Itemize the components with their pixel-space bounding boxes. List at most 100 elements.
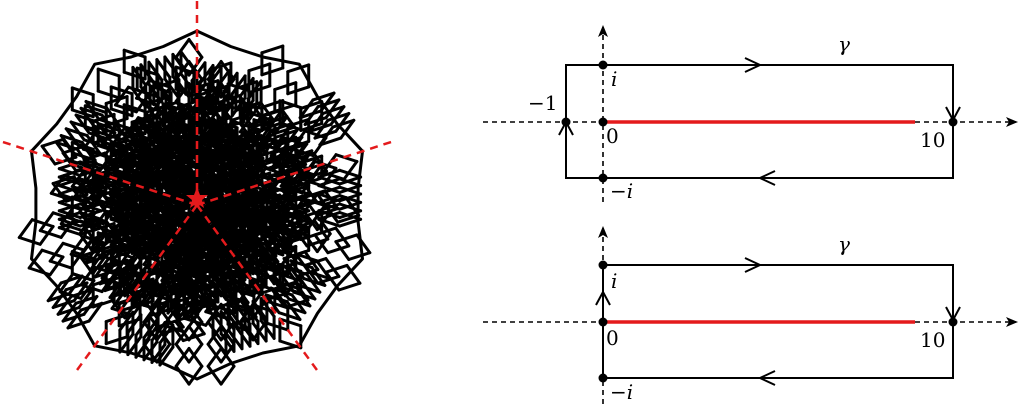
rhombus-edge (58, 290, 83, 300)
rhombus-edge (299, 100, 324, 110)
rhombus-edge (56, 295, 73, 316)
rhombus-edge (239, 217, 264, 228)
rhombus-edge (174, 302, 191, 324)
rhombus-edge (17, 236, 42, 246)
rhombus-edge (59, 274, 84, 285)
rhombus-edge (237, 242, 262, 253)
rhombus-edge (80, 215, 105, 226)
rhombus-edge (27, 248, 44, 270)
rhombus-edge (217, 87, 234, 109)
rhombus-edge (165, 120, 190, 131)
rhombus-edge (283, 215, 300, 236)
symmetry-ray (75, 204, 199, 372)
rhombus-edge (167, 139, 192, 150)
rhombus-edge (181, 332, 206, 343)
rhombus-edge (238, 101, 263, 111)
rhombus-edge (185, 225, 210, 236)
rhombus-edge (126, 85, 151, 96)
rhombus-edge (136, 116, 161, 126)
rhombus-edge (131, 300, 156, 310)
rhombus-edge (206, 174, 231, 185)
rhombus-edge (123, 222, 140, 244)
rhombus-edge (121, 265, 138, 287)
rhombus-edge (246, 292, 263, 314)
rhombus-edge (173, 282, 190, 304)
rhombus-edge (205, 242, 230, 253)
rhombus-edge (181, 266, 198, 288)
rhombus-edge (206, 60, 223, 81)
rhombus-edge (85, 134, 102, 155)
rhombus-edge (184, 249, 209, 259)
rhombus-edge (206, 364, 223, 386)
rhombus-edge (149, 222, 166, 244)
rhombus-edge (337, 281, 362, 292)
rhombus-edge (329, 105, 346, 126)
rhombus-edge (269, 286, 294, 297)
rhombus-edge (183, 312, 200, 334)
rhombus-edge (59, 222, 84, 233)
rhombus-edge (190, 83, 207, 105)
rhombus-edge (162, 306, 179, 327)
label-minus-i: −i (610, 179, 633, 203)
rhombus-edge (185, 177, 202, 198)
rhombus-edge (326, 112, 351, 122)
rhombus-edge (144, 104, 169, 114)
rhombus-edge (96, 171, 113, 193)
rhombus-edge (229, 187, 254, 198)
rhombus-edge (206, 82, 223, 103)
rhombus-edge (143, 195, 168, 205)
center-star-icon (186, 187, 208, 208)
rhombus-edge (174, 60, 191, 81)
symmetry-ray (195, 204, 319, 372)
rhombus-edge (269, 122, 294, 132)
rhombus-edge (238, 112, 255, 134)
rhombus-edge (81, 147, 106, 158)
rhombus-edge (187, 38, 204, 59)
rhombus-edge (187, 60, 204, 81)
rhombus-edge (67, 158, 92, 169)
rhombus-edge (247, 62, 272, 73)
rhombus-edge (321, 166, 338, 188)
rhombus-edge (292, 290, 317, 301)
rhombus-edge (294, 252, 311, 274)
rhombus-edge (268, 217, 285, 239)
rhombus-edge (40, 144, 57, 166)
rhombus-edge (133, 208, 158, 219)
rhombus-edge (134, 251, 159, 262)
rhombus-edge (230, 119, 255, 130)
rhombus-edge (72, 204, 97, 215)
rhombus-edge (256, 128, 273, 150)
rhombus-edge (311, 91, 336, 102)
rhombus-edge (101, 190, 118, 212)
rhombus-edge (194, 279, 219, 290)
rhombus-edge (334, 233, 359, 244)
rhombus-edge (141, 233, 166, 244)
rhombus-edge (274, 279, 299, 290)
rhombus-edge (100, 258, 117, 280)
rhombus-edge (269, 286, 286, 308)
rhombus-edge (111, 221, 128, 243)
rhombus-edge (338, 175, 363, 186)
rhombus-edge (91, 174, 108, 195)
rhombus-edge (279, 273, 304, 283)
rhombus-edge (61, 301, 78, 323)
rhombus-edge (84, 100, 109, 110)
rhombus-edge (252, 303, 277, 314)
rhombus-edge (104, 160, 129, 171)
rhombus-edge (257, 215, 274, 236)
rhombus-edge (196, 299, 221, 309)
rhombus-edge (187, 320, 204, 342)
rhombus-edge (100, 276, 125, 287)
rhombus-edge (210, 191, 235, 202)
label-minus-one: −1 (528, 91, 557, 115)
arrow-left-icon (757, 170, 776, 186)
rhombus-edge (281, 204, 306, 214)
rhombus-edge (143, 190, 160, 212)
rhombus-edge (155, 276, 172, 298)
rhombus-edge (92, 265, 117, 276)
rhombus-edge (251, 298, 268, 320)
rhombus-edge (165, 102, 182, 124)
rhombus-edge (238, 104, 255, 125)
rhombus-edge (98, 264, 115, 286)
rhombus-edge (194, 161, 211, 182)
